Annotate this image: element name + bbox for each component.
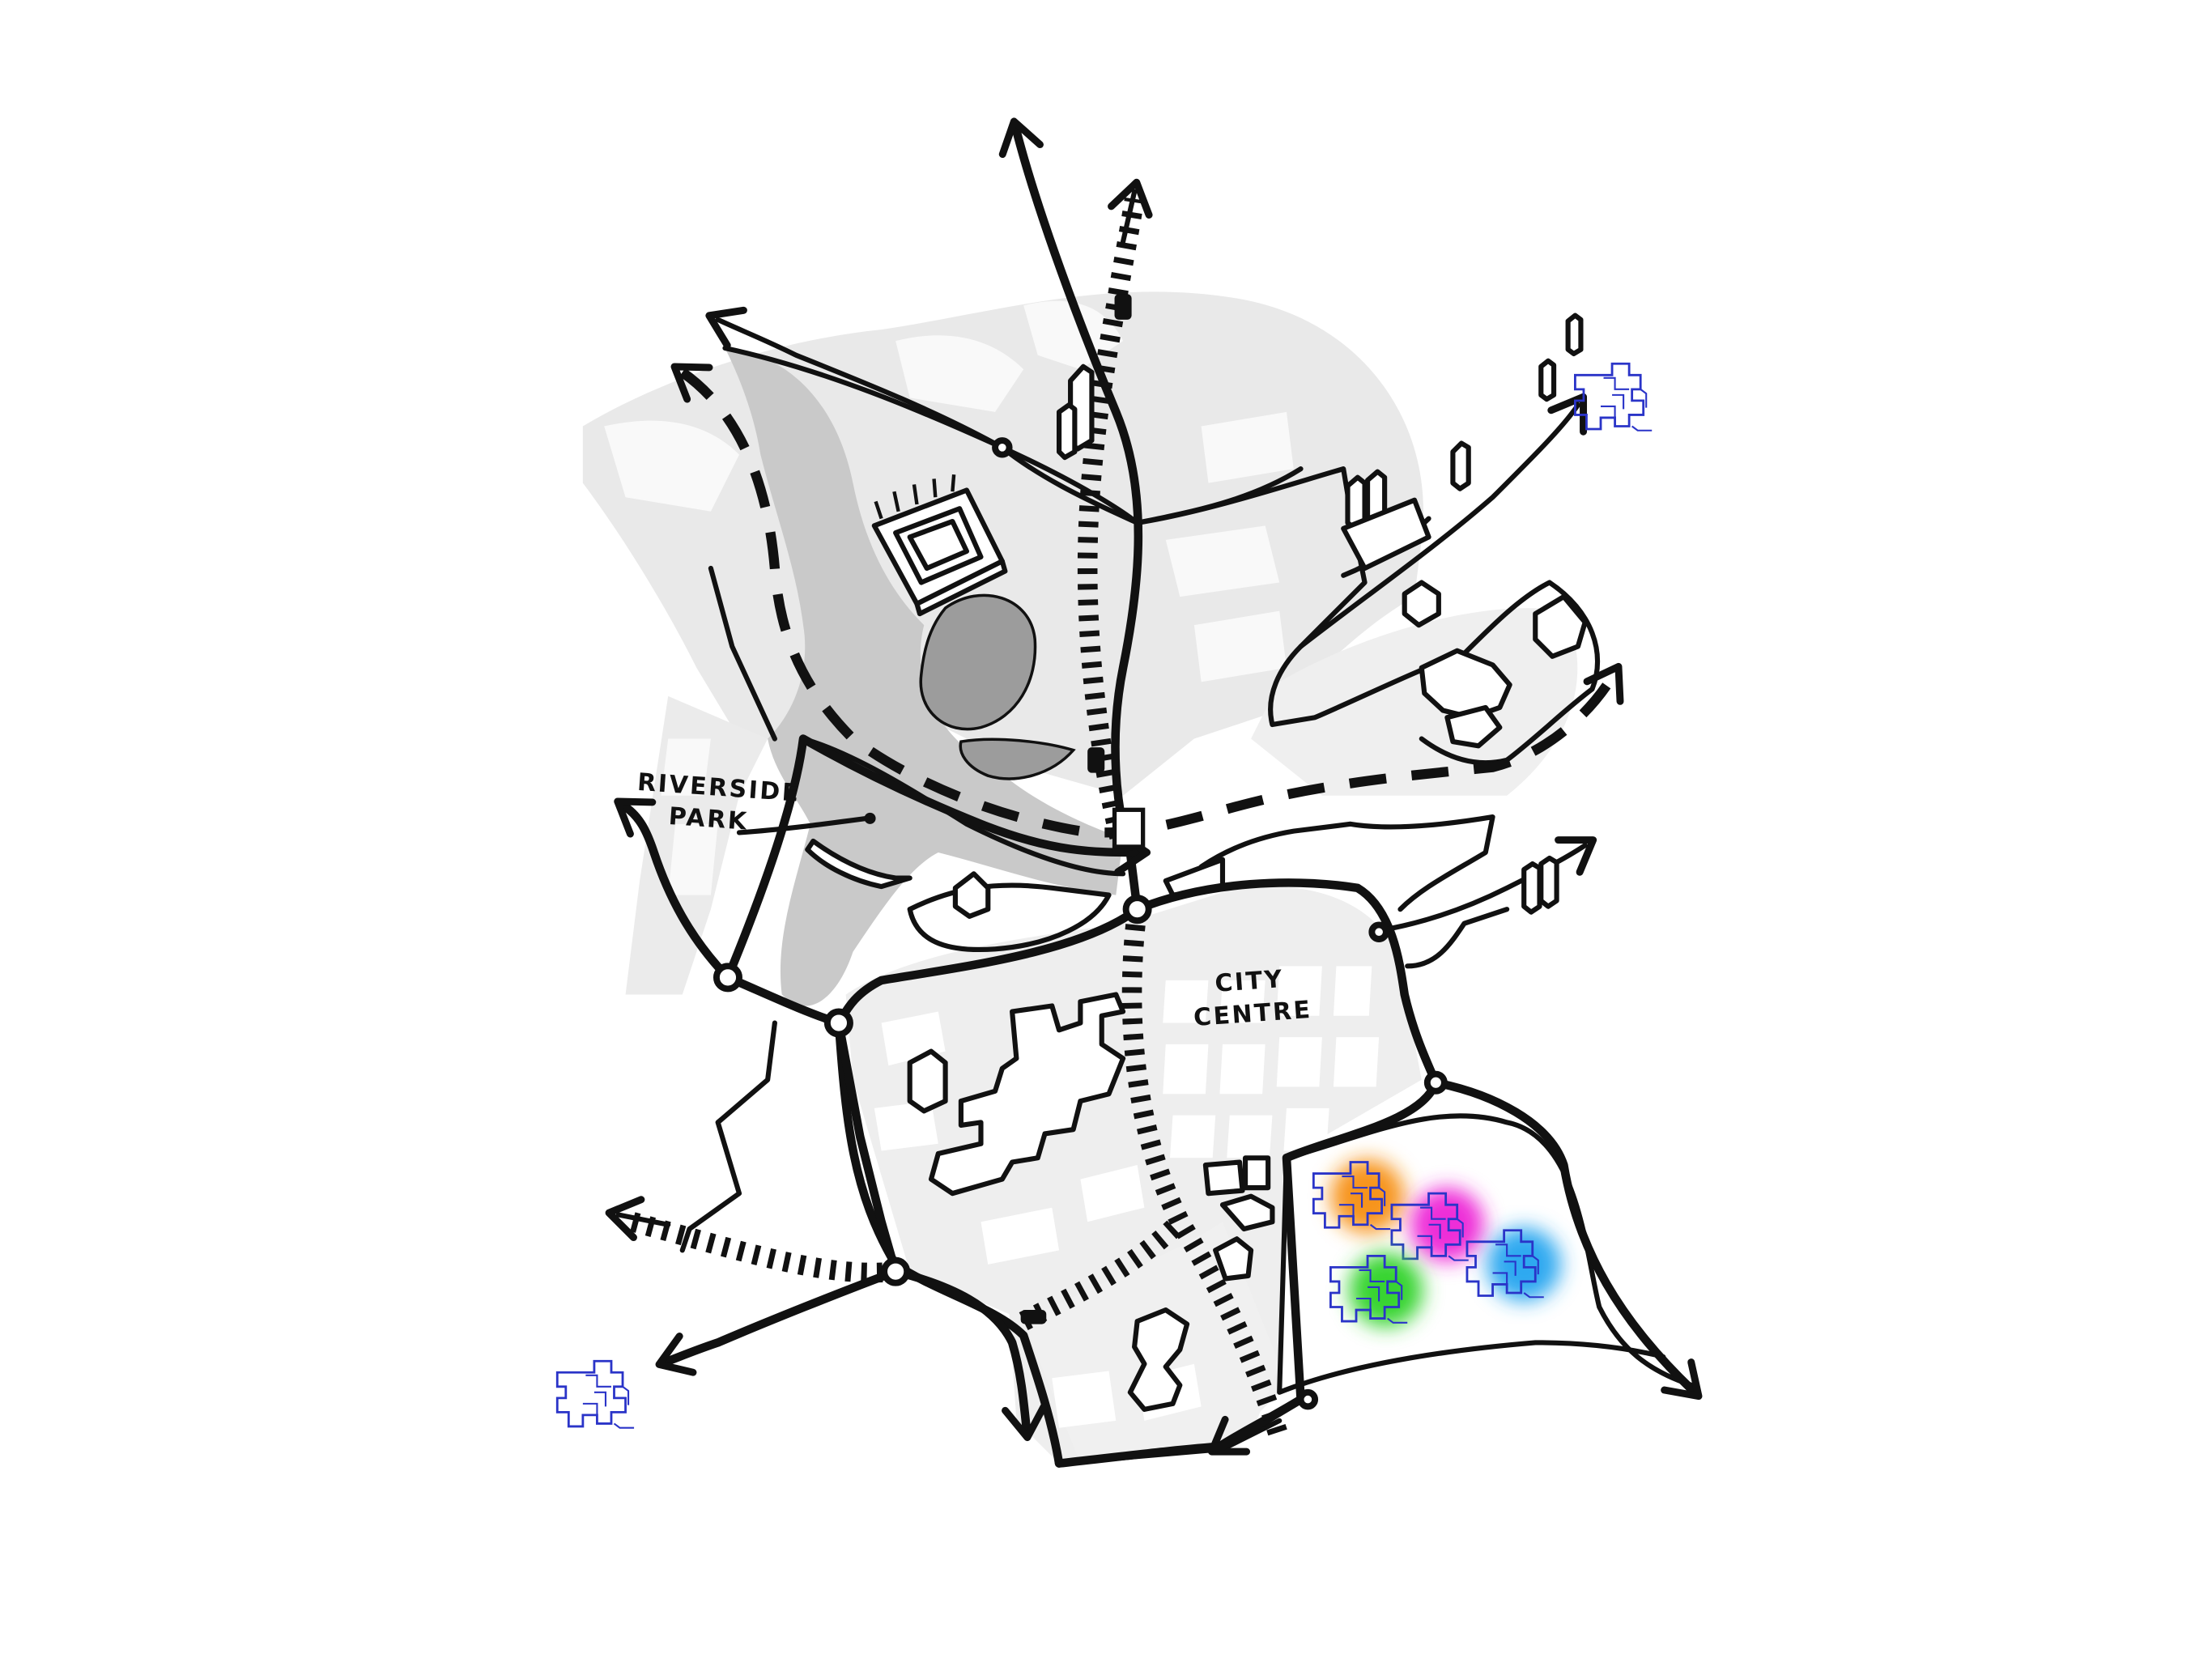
- rail-station-mid: [1087, 747, 1105, 773]
- building-icon: [1127, 1307, 1190, 1412]
- junction-node: [1368, 921, 1389, 942]
- building-icon: [1533, 593, 1588, 659]
- road-ring-west: [834, 904, 1142, 1468]
- junction-node: [713, 963, 742, 993]
- junction-node: [1122, 895, 1152, 925]
- building-icon: [1242, 1155, 1271, 1191]
- rail-south: [1121, 908, 1289, 1441]
- river-path-dashed: [670, 363, 1624, 838]
- label-city: CITY: [1214, 965, 1285, 998]
- building-icon: [1402, 580, 1441, 628]
- riverside-park-leader: [736, 815, 870, 835]
- modular-cluster-icon-green: [1329, 1252, 1423, 1328]
- rail-north: [1077, 197, 1145, 855]
- junction-node: [823, 1008, 853, 1038]
- lake-lower: [959, 738, 1076, 780]
- rail-southwest: [630, 1212, 897, 1283]
- park-marker: [864, 812, 876, 824]
- building-icon: [1213, 1236, 1254, 1282]
- building-icon: [1219, 1193, 1275, 1232]
- building-icon: [928, 992, 1126, 1197]
- rail-south-arc: [1019, 1214, 1187, 1331]
- rail-sw-arrow: [605, 1196, 671, 1242]
- building-icon: [805, 838, 912, 890]
- rail-station-north: [1114, 294, 1132, 320]
- road-east-exit: [1376, 836, 1597, 933]
- building-icon: [1444, 704, 1503, 749]
- road-south-exit: [891, 1267, 1048, 1442]
- label-park: PARK: [668, 802, 750, 836]
- building-icon: [907, 1048, 948, 1114]
- bridge-crossing: [1112, 807, 1146, 849]
- buildings: [805, 312, 1588, 1412]
- modular-cluster-icon-magenta: [1390, 1188, 1485, 1262]
- road-sw-exit: [655, 1267, 900, 1376]
- modular-cluster-icon-satellite-ne: [1574, 362, 1653, 432]
- modular-cluster-icon-satellite-sw: [555, 1359, 636, 1430]
- road-northwest-exit: [614, 797, 733, 982]
- tower-icon: [1521, 855, 1559, 915]
- stadium-icon: [871, 474, 1008, 617]
- rail-lines: [605, 178, 1289, 1441]
- junction-node: [1297, 1388, 1319, 1410]
- modular-cluster-icon-orange: [1312, 1159, 1405, 1234]
- road-ring-east: [1133, 878, 1440, 1087]
- rail-station-south: [1020, 1310, 1047, 1324]
- rail-north-arrow: [1108, 178, 1153, 244]
- junction-node: [992, 437, 1013, 458]
- building-icon: [1341, 497, 1431, 572]
- building-icon: [952, 871, 991, 919]
- tower-icon: [1056, 363, 1095, 461]
- road-south-bottom: [1054, 1395, 1305, 1468]
- junction-node: [1423, 1070, 1448, 1095]
- road-west-loop: [723, 734, 1151, 982]
- new-development-clusters: [555, 362, 1653, 1430]
- road-southeast-exit: [1431, 1078, 1703, 1401]
- road-south-secondary: [834, 1018, 900, 1276]
- modular-cluster-icon-blue: [1465, 1227, 1561, 1302]
- building-icon: [1419, 648, 1512, 721]
- nodes: [713, 437, 1448, 1410]
- building-icon: [1202, 1159, 1245, 1197]
- junction-node: [881, 1256, 911, 1286]
